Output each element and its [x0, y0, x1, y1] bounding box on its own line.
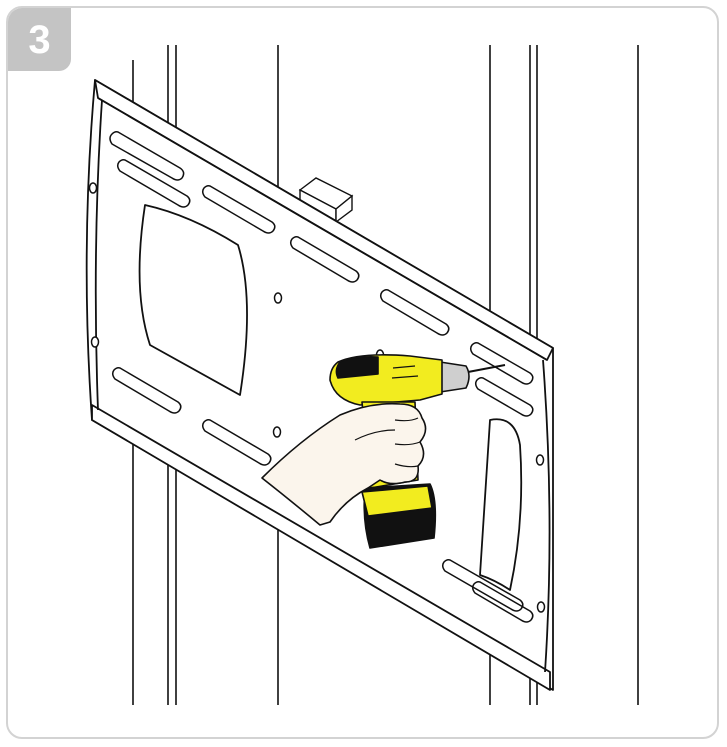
mounting-plate [85, 79, 554, 691]
step-number-badge: 3 [8, 8, 71, 71]
step-number: 3 [28, 17, 51, 62]
level-block [298, 177, 354, 224]
hand-holding-drill [261, 354, 506, 549]
